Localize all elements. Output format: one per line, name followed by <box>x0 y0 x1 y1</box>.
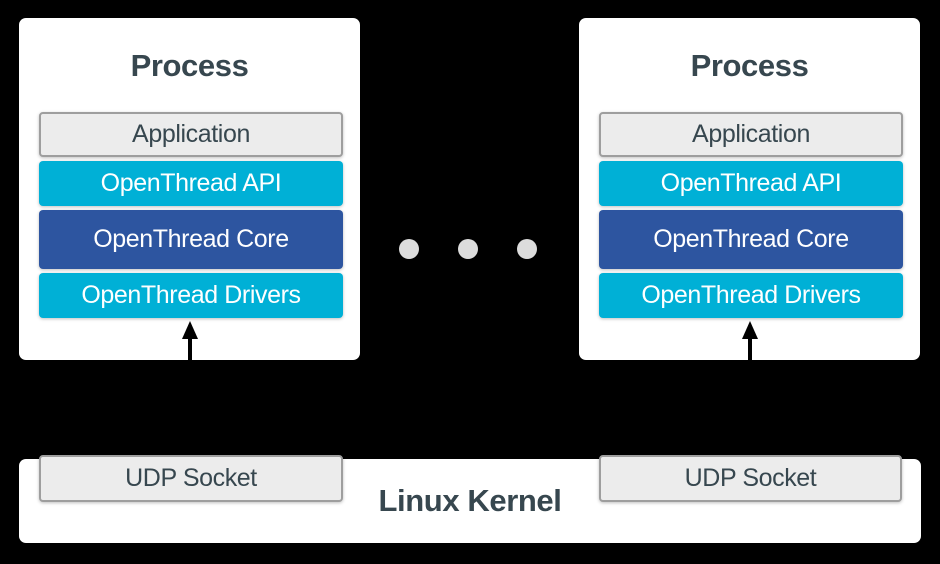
ellipsis-dot-icon <box>458 239 478 259</box>
udp-socket-label: UDP Socket <box>684 464 817 492</box>
layer-application-label: Application <box>132 120 250 148</box>
udp-socket-label: UDP Socket <box>125 464 257 492</box>
layer-openthread-api-label: OpenThread API <box>100 169 282 197</box>
layer-openthread-drivers: OpenThread Drivers <box>599 273 903 318</box>
layer-openthread-core: OpenThread Core <box>39 210 343 269</box>
layer-openthread-api-label: OpenThread API <box>660 169 842 197</box>
udp-socket-left: UDP Socket <box>39 455 343 502</box>
process-box-right: Process Application OpenThread API OpenT… <box>579 18 920 360</box>
layer-application-label: Application <box>692 120 810 148</box>
udp-socket-right: UDP Socket <box>599 455 902 502</box>
layer-openthread-core: OpenThread Core <box>599 210 903 269</box>
upward-arrow-right <box>741 321 758 360</box>
kernel-title: Linux Kernel <box>378 483 562 518</box>
ellipsis-dot-icon <box>517 239 537 259</box>
ellipsis-dot-icon <box>399 239 419 259</box>
layer-openthread-core-label: OpenThread Core <box>93 225 289 253</box>
arrow-stem <box>187 339 192 360</box>
layer-openthread-core-label: OpenThread Core <box>653 225 849 253</box>
process-title: Process <box>130 48 249 83</box>
layer-application: Application <box>39 112 343 157</box>
arrow-head-icon <box>181 321 198 339</box>
layer-openthread-api: OpenThread API <box>39 161 343 206</box>
ellipsis-dots <box>399 239 537 259</box>
arrow-stem <box>747 339 752 360</box>
linux-kernel-bar: UDP Socket Linux Kernel UDP Socket <box>19 455 921 543</box>
layer-application: Application <box>599 112 903 157</box>
process-title: Process <box>690 48 809 83</box>
arrow-head-icon <box>741 321 758 339</box>
upward-arrow-left <box>181 321 198 360</box>
process-box-left: Process Application OpenThread API OpenT… <box>19 18 360 360</box>
layer-openthread-drivers: OpenThread Drivers <box>39 273 343 318</box>
layer-openthread-drivers-label: OpenThread Drivers <box>81 281 301 309</box>
layer-openthread-drivers-label: OpenThread Drivers <box>641 281 861 309</box>
layer-openthread-api: OpenThread API <box>599 161 903 206</box>
